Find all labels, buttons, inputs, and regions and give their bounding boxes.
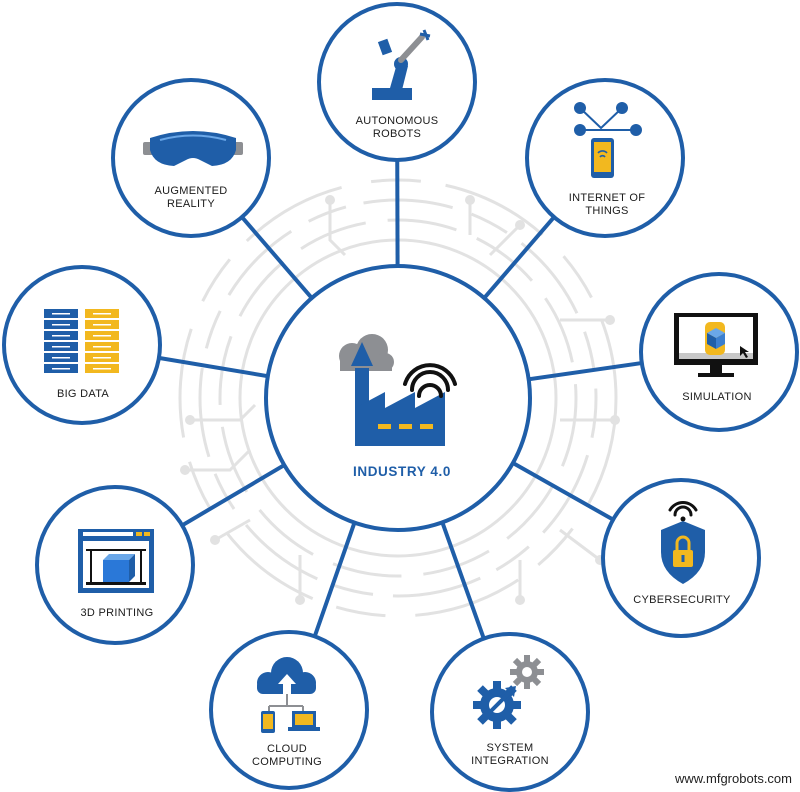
node-label-line2: THINGS [585, 205, 628, 217]
node-label-line2: COMPUTING [252, 756, 322, 768]
node-label-line1: SYSTEM [486, 742, 533, 754]
wifi-small-icon [668, 500, 698, 517]
cloud-devices-icon [257, 657, 320, 733]
node-label-line1: CLOUD [267, 743, 307, 755]
robot-arm-icon [372, 29, 431, 100]
circuit-nodes [180, 195, 620, 605]
node-label-line2: INTEGRATION [471, 755, 549, 767]
gears-icon [473, 655, 544, 729]
node-internet-of-things: INTERNET OF THINGS [525, 78, 685, 238]
smartphone-network-icon [574, 102, 642, 178]
node-label-line1: AUGMENTED [155, 185, 228, 197]
vr-headset-icon [143, 131, 243, 166]
wifi-icon [403, 363, 457, 398]
node-3d-printing: 3D PRINTING [35, 485, 195, 645]
node-autonomous-robots: AUTONOMOUS ROBOTS [317, 2, 477, 162]
watermark: www.mfgrobots.com [674, 771, 792, 786]
center-label: INDUSTRY 4.0 [353, 464, 451, 479]
node-label-line2: ROBOTS [373, 128, 421, 140]
node-label-line1: 3D PRINTING [81, 607, 154, 619]
node-label-line1: INTERNET OF [569, 192, 645, 204]
node-simulation: SIMULATION [639, 272, 799, 432]
factory-icon [339, 334, 457, 446]
center-node: INDUSTRY 4.0 [264, 264, 532, 532]
node-cybersecurity: CYBERSECURITY [601, 478, 761, 638]
node-label-line1: AUTONOMOUS [356, 115, 439, 127]
shield-lock-icon [661, 500, 705, 584]
3d-printer-icon [78, 529, 154, 593]
node-label-line2: REALITY [167, 198, 215, 210]
node-big-data: BIG DATA [2, 265, 162, 425]
server-racks-icon [44, 309, 119, 373]
node-label-line1: SIMULATION [682, 391, 751, 403]
node-cloud-computing: CLOUD COMPUTING [209, 630, 369, 790]
node-system-integration: SYSTEM INTEGRATION [430, 632, 590, 792]
node-label-line1: CYBERSECURITY [633, 594, 731, 606]
node-augmented-reality: AUGMENTED REALITY [111, 78, 271, 238]
node-label-line1: BIG DATA [57, 388, 109, 400]
monitor-simulation-icon [674, 313, 758, 377]
